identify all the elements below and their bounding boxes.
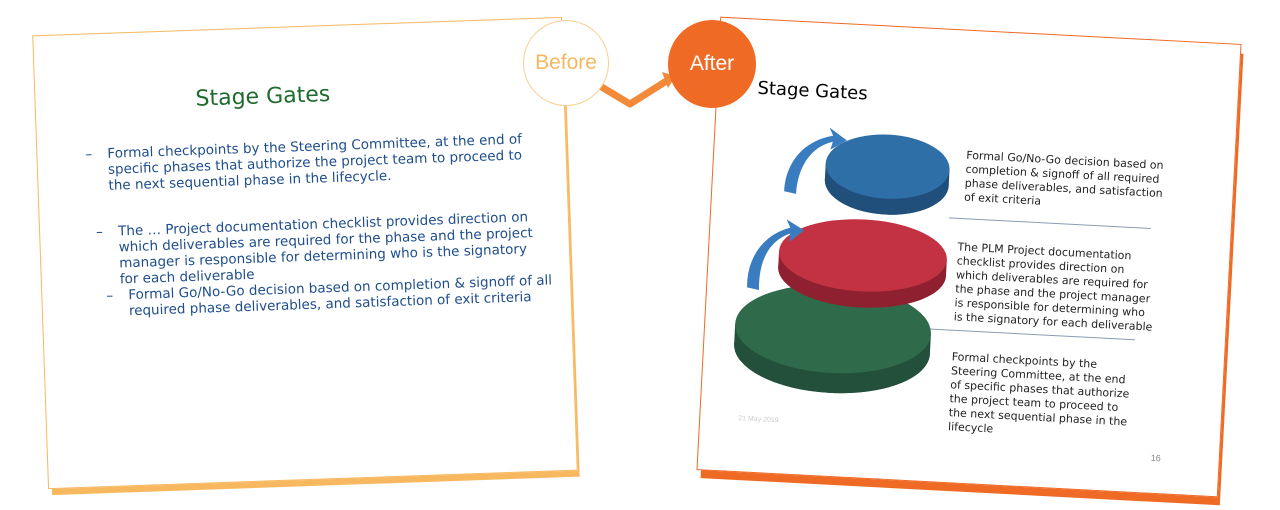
connector-line-top <box>948 217 1151 229</box>
curved-arrow-icon <box>747 219 805 291</box>
after-slide: Stage Gates <box>696 16 1242 498</box>
stacked-discs-graphic <box>734 127 1151 394</box>
top-disc-description: Formal Go/No-Go decision based on comple… <box>963 148 1164 208</box>
bullet-dash: – <box>95 224 104 241</box>
bullet-dash: – <box>85 146 93 163</box>
connector-line-bottom <box>927 328 1135 341</box>
before-slide: Stage Gates – Formal checkpoints by the … <box>32 16 578 490</box>
bullet-text: Formal checkpoints by the Steering Commi… <box>107 131 523 194</box>
before-badge: Before <box>523 20 609 106</box>
disc-middle <box>778 219 947 308</box>
bottom-disc-description: Formal checkpoints by the Steering Commi… <box>947 350 1130 436</box>
curved-arrow-icon <box>784 127 847 194</box>
before-slide-title: Stage Gates <box>195 82 331 112</box>
after-badge: After <box>668 20 756 108</box>
page-number: 16 <box>1150 452 1161 464</box>
disc-top <box>824 134 950 215</box>
before-bullet-1: – Formal checkpoints by the Steering Com… <box>85 130 548 194</box>
middle-disc-description: The PLM Project documentation checklist … <box>953 240 1153 334</box>
bullet-dash: – <box>106 287 114 304</box>
